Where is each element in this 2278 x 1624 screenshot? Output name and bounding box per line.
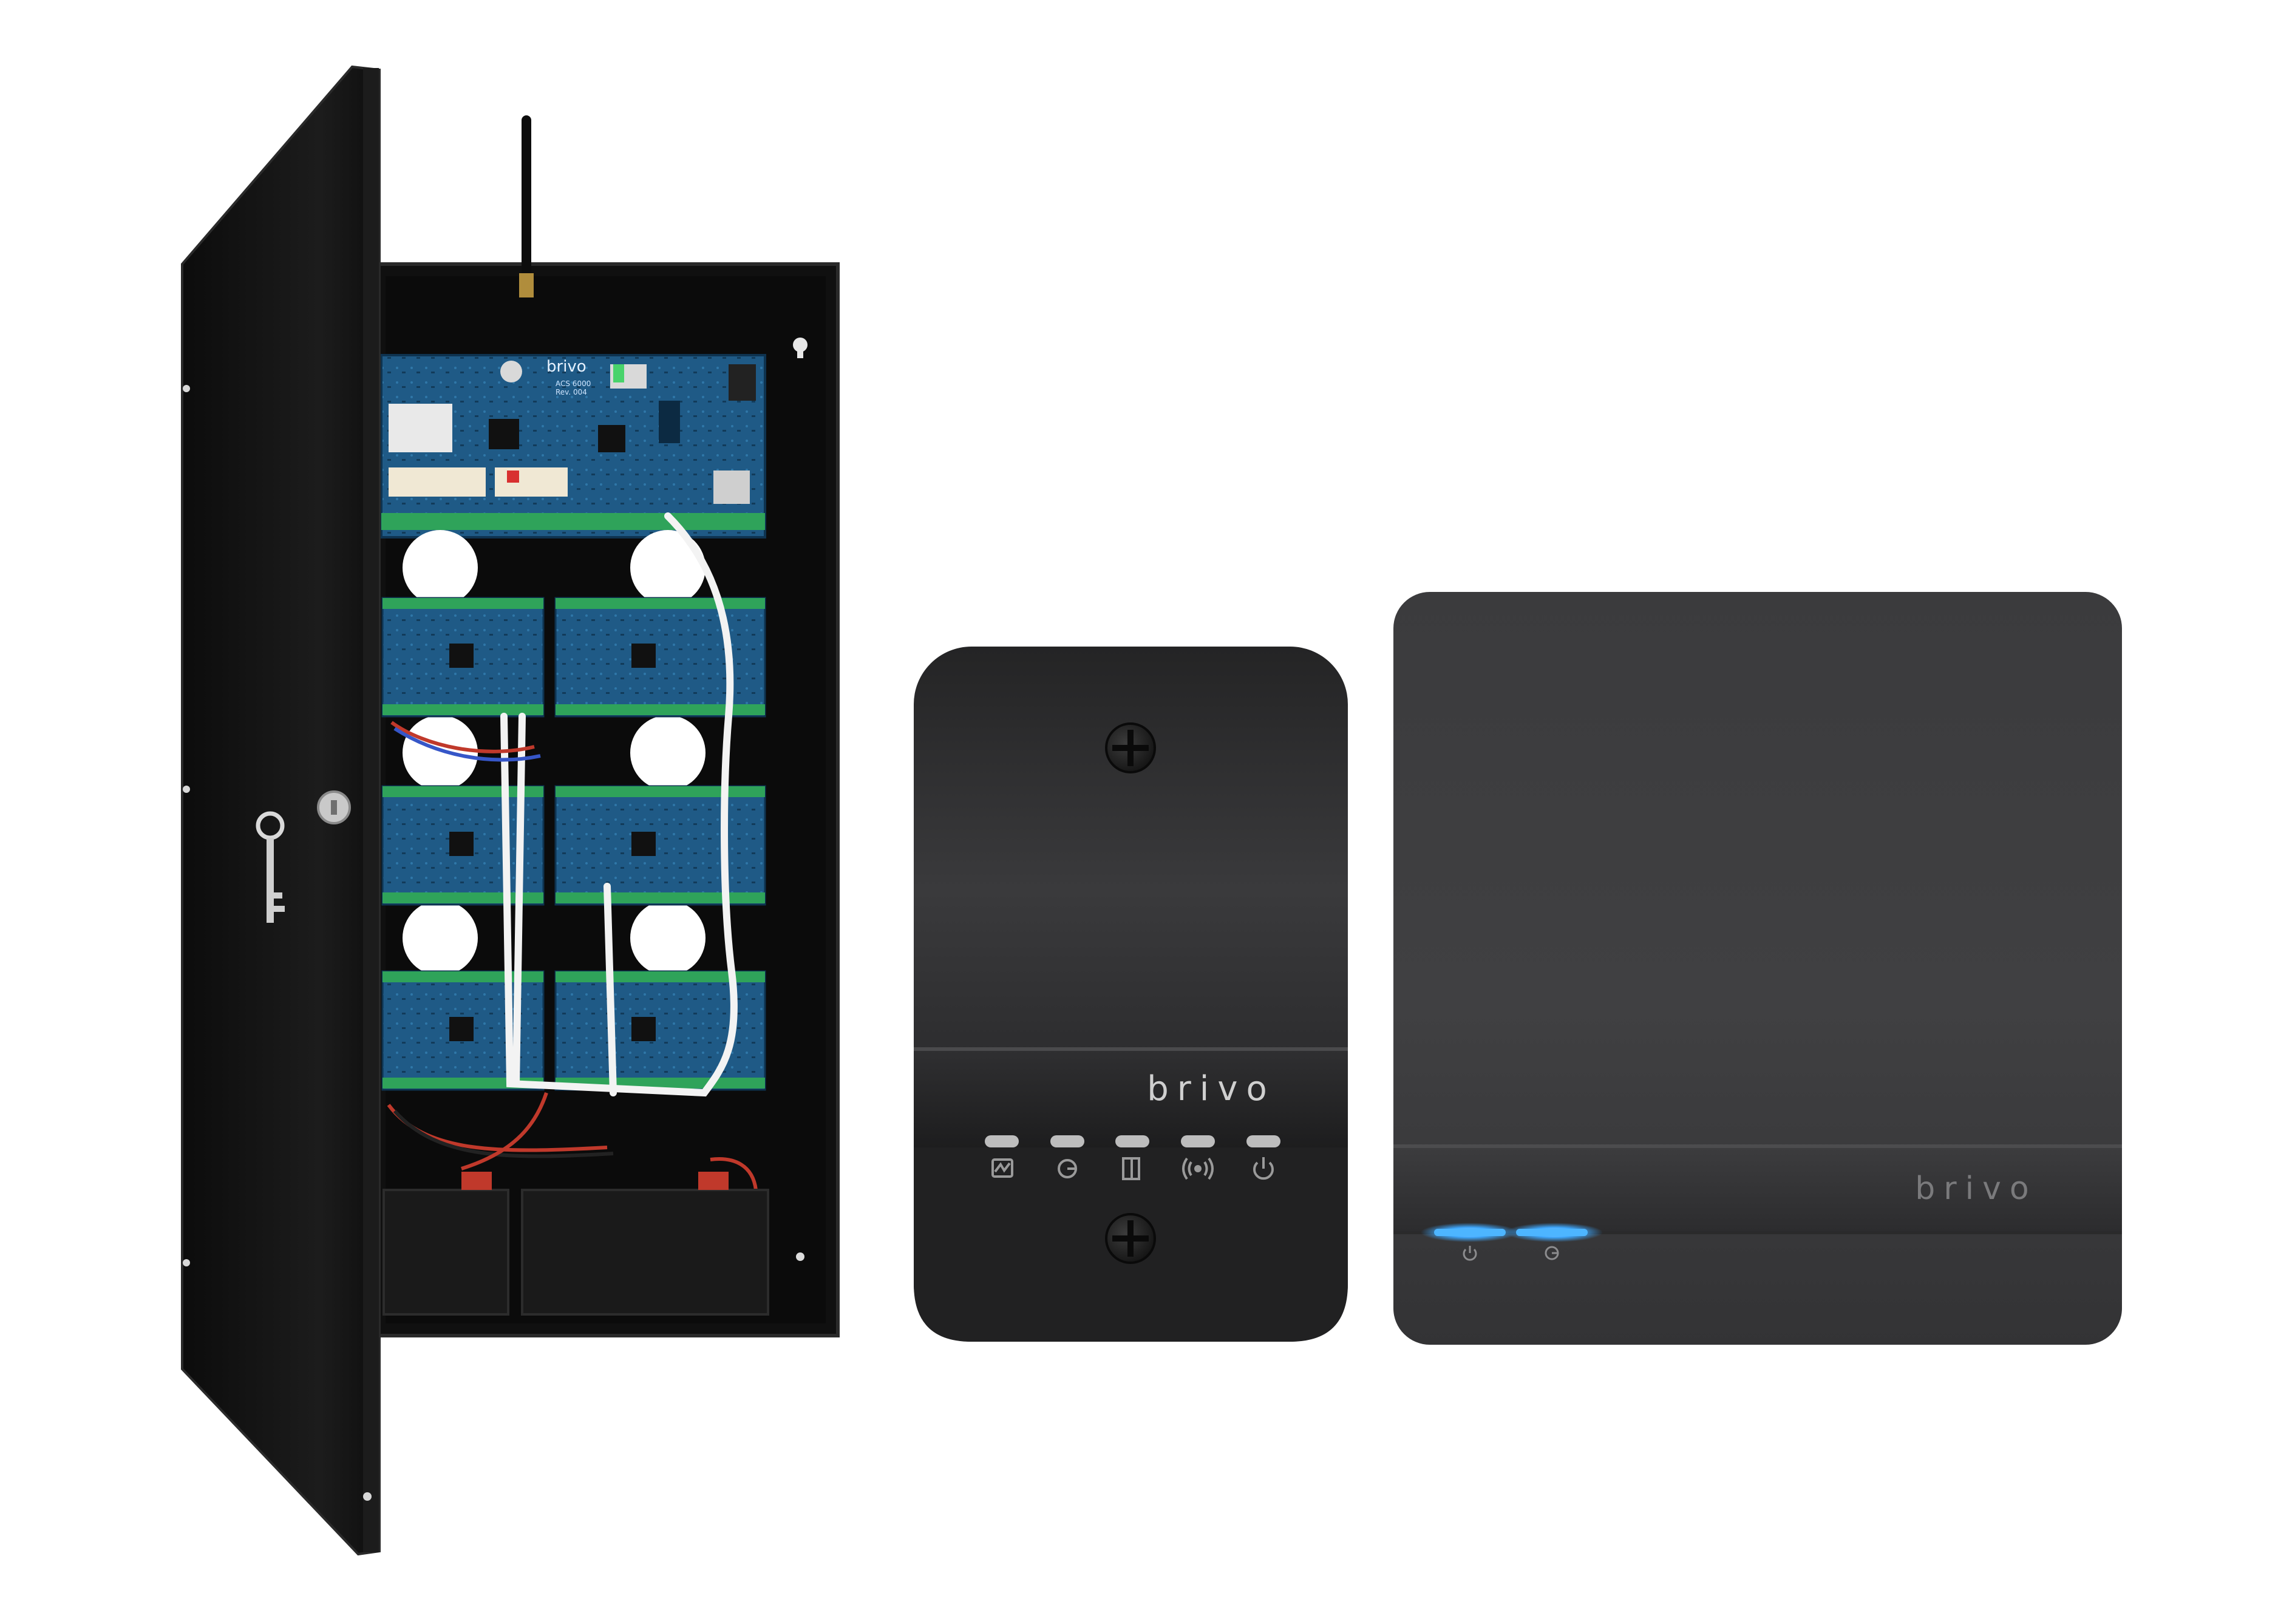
activity-icon xyxy=(991,1158,1013,1178)
key-icon xyxy=(256,811,285,923)
cloud-icon xyxy=(1545,1246,1559,1260)
board-model: ACS 6000 xyxy=(556,379,591,388)
status-leds xyxy=(985,1135,1280,1147)
expansion-boards xyxy=(381,597,766,1091)
power-icon xyxy=(1463,1246,1477,1261)
status-leds xyxy=(1421,1223,1603,1242)
white-cables xyxy=(500,512,738,1097)
power-icon xyxy=(1253,1157,1274,1180)
wiring xyxy=(387,721,758,1191)
enclosure-door xyxy=(181,65,381,1556)
door-lock xyxy=(317,790,351,824)
wireless-icon xyxy=(1182,1157,1214,1180)
main-controller-board: brivo ACS 6000 Rev. 004 xyxy=(380,354,766,539)
bottom-screw xyxy=(1105,1213,1156,1264)
small-controller-brand: brivo xyxy=(1147,1069,1276,1109)
mounting-holes xyxy=(403,530,706,976)
access-control-enclosure: brivo ACS 6000 Rev. 004 xyxy=(181,65,840,1556)
board-brand: brivo xyxy=(546,358,586,376)
cloud-icon xyxy=(1058,1159,1077,1178)
antenna xyxy=(522,115,531,285)
large-controller: brivo xyxy=(1393,592,2122,1345)
door-icon xyxy=(1122,1157,1140,1180)
large-controller-brand: brivo xyxy=(1915,1170,2037,1207)
backup-batteries xyxy=(382,1172,769,1316)
top-screw xyxy=(1105,722,1156,773)
small-controller: brivo xyxy=(914,647,1348,1342)
board-rev: Rev. 004 xyxy=(556,388,587,396)
